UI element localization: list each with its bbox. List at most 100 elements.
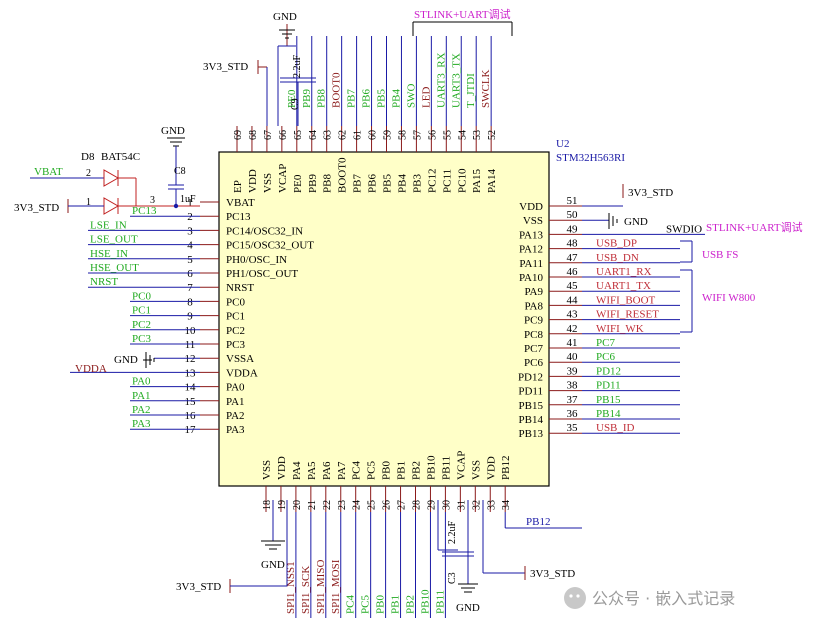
top-pins: 69EP68VDD67VSS66VCAP65PE0PE064PB9PB963PB… bbox=[232, 36, 498, 193]
pin-name: PC4 bbox=[351, 461, 363, 480]
chip-body bbox=[218, 151, 550, 487]
pin-number: 4 bbox=[187, 240, 193, 252]
pin-name: PA7 bbox=[336, 461, 348, 480]
pin-name: PA0 bbox=[226, 382, 245, 394]
net-label: PC4 bbox=[345, 595, 357, 614]
pin-name: PD12 bbox=[518, 371, 543, 383]
pin-number: 19 bbox=[277, 500, 288, 510]
pin-name: PB7 bbox=[352, 174, 364, 193]
svg-text:USB FS: USB FS bbox=[702, 249, 738, 261]
pin-name: VDD bbox=[247, 169, 259, 193]
pin-name: PA8 bbox=[524, 300, 543, 312]
pin-number: 5 bbox=[187, 254, 193, 266]
top-debug-label: STLINK+UART调试 bbox=[414, 8, 511, 21]
pin-name: PB1 bbox=[396, 461, 408, 480]
net-label: SPI1_MISO bbox=[315, 560, 327, 614]
bottom-pins: 18VSS19VDD20PA4SPI1_NSS121PA5SPI1_SCK22P… bbox=[261, 451, 582, 618]
net-label: PB14 bbox=[596, 408, 621, 420]
pin-name: PB15 bbox=[519, 400, 544, 412]
pin-name: PB3 bbox=[411, 174, 423, 193]
svg-text:GND: GND bbox=[456, 602, 480, 614]
pin-number: 37 bbox=[567, 394, 579, 406]
pin-number: 52 bbox=[487, 130, 498, 140]
pin-number: 1 bbox=[187, 197, 193, 209]
net-label: SWDIO bbox=[666, 223, 702, 235]
net-label: T_JTDI bbox=[465, 73, 477, 108]
net-label: PA3 bbox=[132, 418, 151, 430]
net-label: HSE_IN bbox=[90, 248, 128, 260]
pin-name: PH0/OSC_IN bbox=[226, 254, 287, 266]
pin-number: 68 bbox=[248, 130, 259, 140]
pin-number: 16 bbox=[185, 410, 197, 422]
net-label: PB15 bbox=[596, 394, 621, 406]
pin-name: PB14 bbox=[519, 414, 544, 426]
pin-name: PC1 bbox=[226, 311, 245, 323]
svg-text:1uF: 1uF bbox=[180, 194, 196, 205]
pin-number: 28 bbox=[412, 500, 423, 510]
net-label: SPI1_SCK bbox=[300, 566, 312, 614]
pin-number: 29 bbox=[426, 500, 437, 510]
net-label: LED bbox=[420, 87, 432, 108]
pin-number: 14 bbox=[185, 382, 197, 394]
pin-name: PC7 bbox=[524, 343, 543, 355]
pin-name: PA15 bbox=[471, 168, 483, 193]
net-label: LSE_OUT bbox=[90, 234, 138, 246]
pin-name: PB6 bbox=[367, 174, 379, 193]
net-label: PC5 bbox=[360, 595, 372, 614]
pin-number: 8 bbox=[187, 296, 193, 308]
pin-name: VBAT bbox=[226, 197, 255, 209]
pin-number: 10 bbox=[185, 325, 197, 337]
pin-name: BOOT0 bbox=[337, 157, 349, 193]
chip-ref: U2 bbox=[556, 138, 569, 150]
pin-name: PC14/OSC32_IN bbox=[226, 225, 303, 237]
pin-name: PC9 bbox=[524, 315, 543, 327]
net-label: SPI1_MOSI bbox=[330, 559, 342, 614]
pin-name: PB0 bbox=[381, 461, 393, 480]
net-label: PC7 bbox=[596, 337, 615, 349]
net-label: PB8 bbox=[316, 89, 328, 108]
pin-name: PA1 bbox=[226, 396, 245, 408]
pin-number: 65 bbox=[293, 130, 304, 140]
pin-name: PE0 bbox=[292, 174, 304, 193]
net-label: NRST bbox=[90, 276, 118, 288]
left-pin-1: 1 VBAT bbox=[187, 197, 255, 209]
net-label: UART1_RX bbox=[596, 266, 652, 278]
net-label: PC0 bbox=[132, 290, 151, 302]
pin-name: NRST bbox=[226, 282, 254, 294]
usb-bracket: USB FS bbox=[680, 240, 738, 263]
top-debug-bracket: STLINK+UART调试 bbox=[412, 8, 513, 36]
net-label: PB7 bbox=[346, 89, 358, 108]
net-label: WIFI_RESET bbox=[596, 309, 659, 321]
pin-name: PB9 bbox=[307, 174, 319, 193]
pin-name: VCAP bbox=[455, 451, 467, 480]
pin-number: 22 bbox=[322, 500, 333, 510]
pin-name: PC11 bbox=[441, 169, 453, 193]
pin-name: PC10 bbox=[456, 168, 468, 193]
net-label: LSE_IN bbox=[90, 219, 127, 231]
pin-name: VSS bbox=[261, 460, 273, 480]
net-label: PB9 bbox=[301, 89, 313, 108]
pin-number: 53 bbox=[472, 130, 483, 140]
pin-number: 51 bbox=[567, 195, 578, 207]
